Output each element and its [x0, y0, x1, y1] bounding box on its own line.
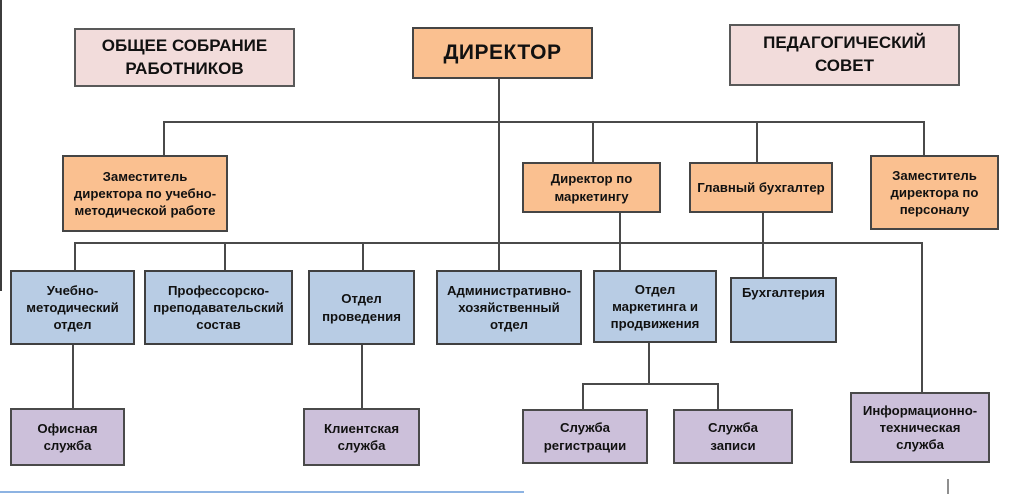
- org-node-registration-service: Служба регистрации: [522, 409, 648, 464]
- connector-bus-level2: [74, 242, 922, 244]
- connector-to-marketing-director: [592, 121, 594, 162]
- bottom-rule-line: [0, 491, 524, 493]
- connector-director-trunk: [498, 79, 500, 270]
- connector-to-booking: [717, 383, 719, 409]
- org-node-pedagogical-council: ПЕДАГОГИЧЕСКИЙ СОВЕТ: [729, 24, 960, 86]
- connector-marketing-split: [648, 343, 650, 384]
- connector-bus-level3: [582, 383, 718, 385]
- org-node-professors-staff: Профессорско-преподавательский состав: [144, 270, 293, 345]
- connector-to-professors-staff: [224, 242, 226, 270]
- connector-bus-level1: [163, 121, 925, 123]
- scrollbar-tick: [947, 479, 949, 494]
- org-node-director: ДИРЕКТОР: [412, 27, 593, 79]
- connector-to-methodical-dept: [74, 242, 76, 270]
- org-node-accounting-dept: Бухгалтерия: [730, 277, 837, 343]
- org-node-event-dept: Отдел проведения: [308, 270, 415, 345]
- connector-marketing-down: [619, 213, 621, 270]
- org-node-chief-accountant: Главный бухгалтер: [689, 162, 833, 213]
- org-node-deputy-methodical: Заместитель директора по учебно-методиче…: [62, 155, 228, 232]
- connector-to-event-dept: [362, 242, 364, 270]
- connector-to-chief-accountant: [756, 121, 758, 162]
- org-node-deputy-personnel: Заместитель директора по персоналу: [870, 155, 999, 230]
- org-node-methodical-dept: Учебно-методический отдел: [10, 270, 135, 345]
- connector-to-client-service: [361, 345, 363, 408]
- org-node-office-service: Офисная служба: [10, 408, 125, 466]
- org-node-marketing-director: Директор по маркетингу: [522, 162, 661, 213]
- connector-accountant-down: [762, 213, 764, 277]
- connector-to-registration: [582, 383, 584, 409]
- org-node-marketing-dept: Отдел маркетинга и продвижения: [593, 270, 717, 343]
- connector-to-it-service: [921, 242, 923, 392]
- org-node-client-service: Клиентская служба: [303, 408, 420, 466]
- connector-to-deputy-methodical: [163, 121, 165, 155]
- org-node-booking-service: Служба записи: [673, 409, 793, 464]
- connector-to-office-service: [72, 345, 74, 408]
- connector-to-deputy-personnel: [923, 121, 925, 155]
- org-node-admin-dept: Административно-хозяйственный отдел: [436, 270, 582, 345]
- org-node-general-meeting: ОБЩЕЕ СОБРАНИЕ РАБОТНИКОВ: [74, 28, 295, 87]
- page-edge-line: [0, 0, 2, 291]
- org-node-it-service: Информационно-техническая служба: [850, 392, 990, 463]
